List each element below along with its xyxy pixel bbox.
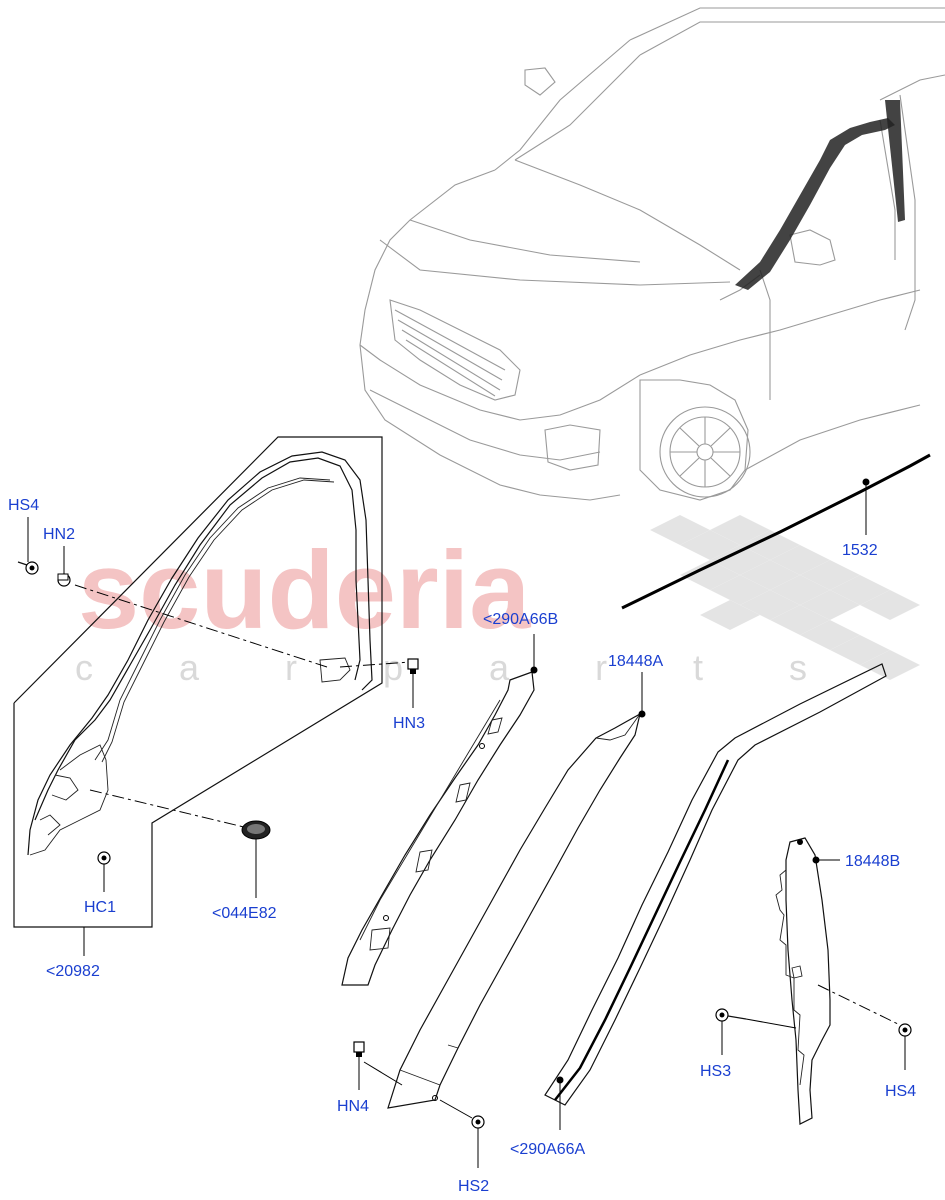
label-hn4: HN4 bbox=[337, 1098, 369, 1115]
label-290a66b: <290A66B bbox=[483, 611, 558, 628]
label-1532: 1532 bbox=[842, 542, 878, 559]
watermark-sub: c a r p a r t s bbox=[75, 647, 845, 688]
label-18448a: 18448A bbox=[608, 653, 663, 670]
seal-assembly-box bbox=[13, 436, 411, 928]
fastener-hn4 bbox=[353, 1041, 365, 1057]
leader-lines bbox=[27, 482, 906, 1168]
fastener-hs3 bbox=[715, 1008, 747, 1022]
watermark: scuderia c a r p a r t s bbox=[75, 515, 920, 688]
label-044e82: <044E82 bbox=[212, 905, 277, 922]
label-hn2: HN2 bbox=[43, 526, 75, 543]
label-hs4-right: HS4 bbox=[885, 1083, 916, 1100]
fastener-hn2 bbox=[57, 573, 71, 587]
vehicle-a-pillar-trim bbox=[735, 118, 895, 290]
part-labels: HS4 HN2 HN3 HC1 <044E82 <20982 <290A66B … bbox=[8, 497, 916, 1195]
label-20982: <20982 bbox=[46, 963, 100, 980]
label-hn3: HN3 bbox=[393, 715, 425, 732]
fastener-hn3 bbox=[407, 658, 419, 674]
pillar-trim-18448b bbox=[775, 837, 901, 1125]
fastener-hs4-left bbox=[17, 561, 39, 575]
label-hs3: HS3 bbox=[700, 1063, 731, 1080]
label-hc1: HC1 bbox=[84, 899, 116, 916]
watermark-brand: scuderia bbox=[78, 529, 531, 652]
label-18448b: 18448B bbox=[845, 853, 900, 870]
fastener-hc1 bbox=[97, 851, 111, 865]
trim-290a66b bbox=[341, 666, 538, 986]
fastener-hs4-right bbox=[898, 1023, 912, 1037]
label-290a66a: <290A66A bbox=[510, 1141, 586, 1158]
watermark-checker bbox=[650, 515, 920, 680]
grommet-044e82 bbox=[241, 820, 271, 840]
fastener-hs2 bbox=[471, 1115, 485, 1129]
label-hs4-left: HS4 bbox=[8, 497, 39, 514]
vehicle-outline bbox=[359, 7, 945, 501]
label-hs2: HS2 bbox=[458, 1178, 489, 1195]
seal-290a66a bbox=[544, 663, 887, 1106]
pillar-trim-18448a bbox=[387, 710, 646, 1109]
